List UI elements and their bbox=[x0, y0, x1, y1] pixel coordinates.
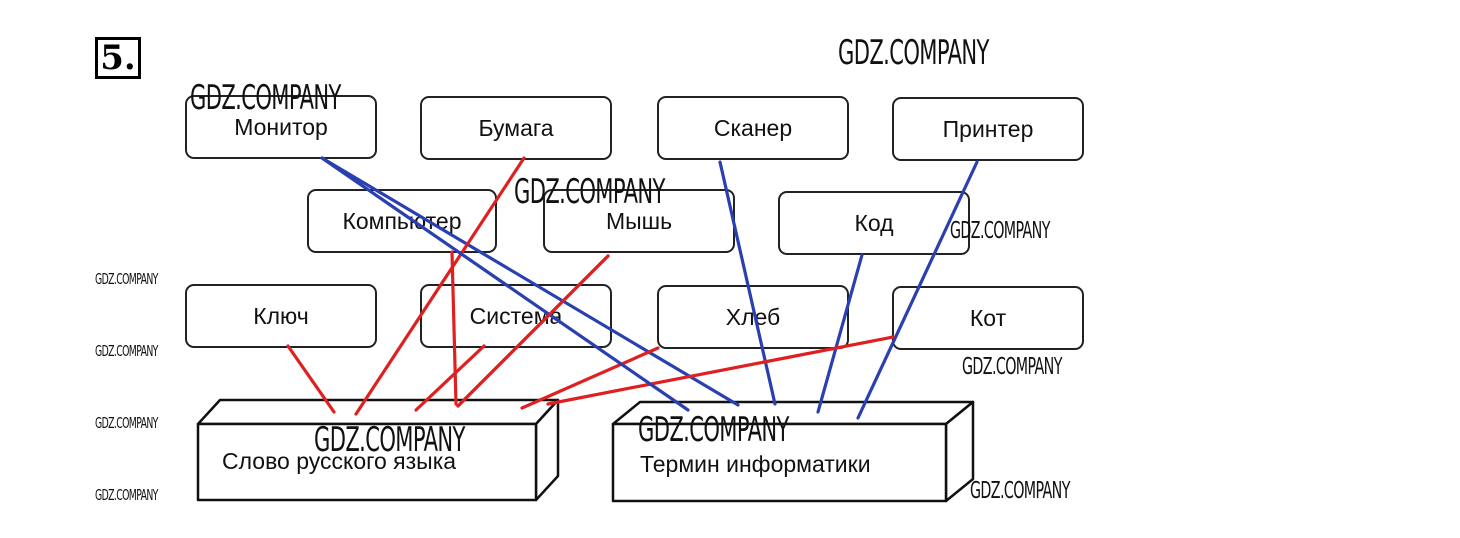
link-printer bbox=[856, 160, 979, 420]
word-card-monitor: Монитор bbox=[185, 95, 377, 159]
link-kompyuter bbox=[450, 250, 458, 406]
link-bumaga bbox=[354, 156, 526, 416]
category-box-term bbox=[611, 400, 975, 503]
watermark-5: GDZ.COMPANY bbox=[638, 410, 789, 450]
link-hleb bbox=[520, 346, 660, 410]
link-monitor bbox=[320, 156, 740, 407]
watermark-1: GDZ.COMPANY bbox=[838, 33, 989, 73]
watermark-3: GDZ.COMPANY bbox=[514, 172, 665, 212]
category-label-word: Слово русского языка bbox=[222, 448, 457, 474]
category-label-term: Термин информатики bbox=[640, 451, 871, 477]
word-card-bumaga: Бумага bbox=[420, 96, 612, 160]
word-card-printer: Принтер bbox=[892, 97, 1084, 161]
watermark-11: GDZ.COMPANY bbox=[95, 414, 158, 432]
word-card-skaner: Сканер bbox=[657, 96, 849, 160]
word-card-kot: Кот bbox=[892, 286, 1084, 350]
watermark-9: GDZ.COMPANY bbox=[95, 270, 158, 288]
watermark-7: GDZ.COMPANY bbox=[962, 354, 1062, 380]
watermark-8: GDZ.COMPANY bbox=[970, 478, 1070, 504]
link-klyuch bbox=[286, 344, 336, 414]
watermark-10: GDZ.COMPANY bbox=[95, 342, 158, 360]
watermark-4: GDZ.COMPANY bbox=[314, 420, 465, 460]
link-monitor-extra bbox=[320, 156, 690, 412]
category-box-word bbox=[196, 398, 560, 502]
link-skaner bbox=[718, 160, 777, 406]
word-card-hleb: Хлеб bbox=[657, 285, 849, 349]
word-card-klyuch: Ключ bbox=[185, 284, 377, 348]
watermark-12: GDZ.COMPANY bbox=[95, 486, 158, 504]
link-kot bbox=[546, 335, 895, 406]
exercise-number: 5. bbox=[95, 37, 141, 79]
link-kod bbox=[816, 253, 864, 414]
word-card-kod: Код bbox=[778, 191, 970, 255]
watermark-2: GDZ.COMPANY bbox=[190, 78, 341, 118]
word-card-mysh: Мышь bbox=[543, 189, 735, 253]
link-sistema bbox=[414, 344, 486, 412]
link-mysh-extra bbox=[456, 254, 610, 408]
watermark-6: GDZ.COMPANY bbox=[950, 218, 1050, 244]
